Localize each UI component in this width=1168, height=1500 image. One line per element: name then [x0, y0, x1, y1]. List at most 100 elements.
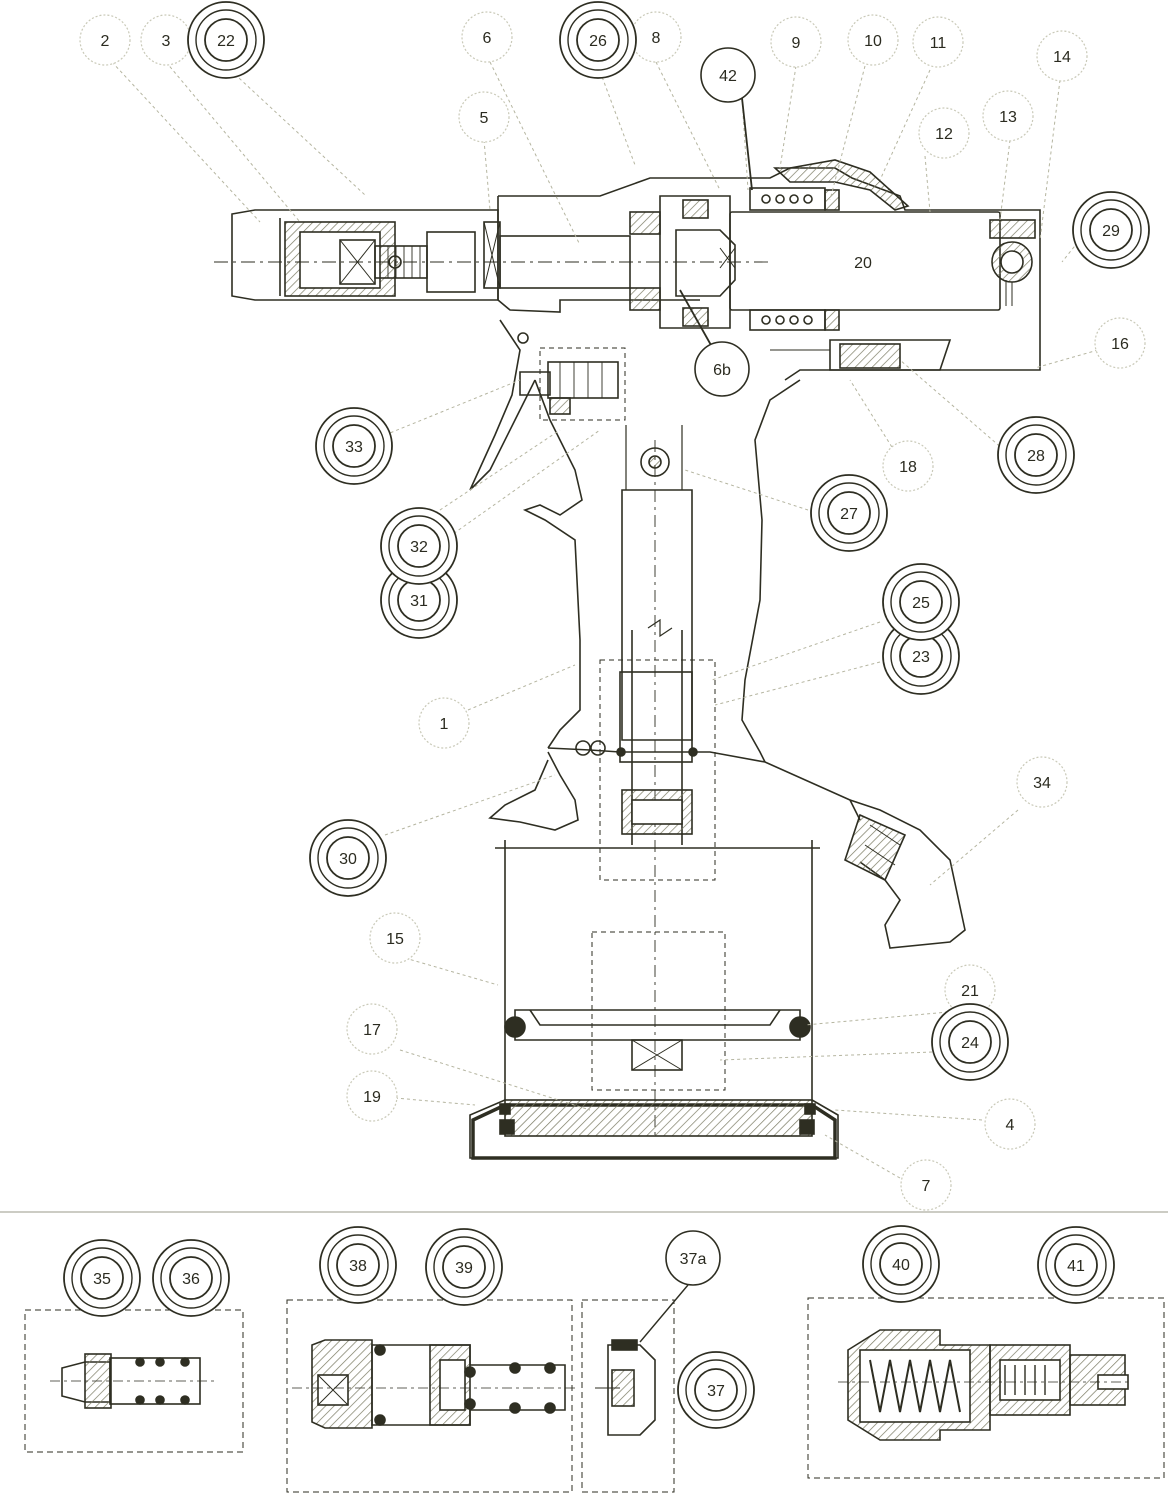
callout-2: 2	[79, 14, 131, 66]
callout-label: 19	[363, 1089, 381, 1106]
callout-middle-ring	[160, 1247, 222, 1309]
callout-inner-ring	[1089, 208, 1133, 252]
callout-ring	[918, 107, 970, 159]
callout-6b: 6b	[694, 341, 750, 397]
callout-outer-ring	[677, 1351, 755, 1429]
callout-42: 42	[700, 47, 756, 103]
callout-8: 8	[630, 11, 682, 63]
detail-40-41	[807, 1297, 1165, 1479]
callout-ring	[418, 697, 470, 749]
callout-39: 39	[425, 1228, 503, 1306]
callout-outer-ring	[152, 1239, 230, 1317]
callout-ring	[944, 964, 996, 1016]
callout-10: 10	[847, 14, 899, 66]
callout-36: 36	[152, 1239, 230, 1317]
callout-label: 20	[854, 255, 872, 272]
callout-5: 5	[458, 91, 510, 143]
callout-40: 40	[862, 1225, 940, 1303]
callout-31: 31	[380, 561, 458, 639]
callout-inner-ring	[948, 1020, 992, 1064]
callout-outer-ring	[1037, 1226, 1115, 1304]
callout-label: 2	[101, 33, 110, 50]
callout-inner-ring	[1014, 433, 1058, 477]
callout-inner-ring	[694, 1368, 738, 1412]
callout-27: 27	[810, 474, 888, 552]
callout-inner-ring	[169, 1256, 213, 1300]
callout-label: 12	[935, 126, 953, 143]
callout-inner-ring	[442, 1245, 486, 1289]
callout-label: 35	[93, 1271, 111, 1288]
callout-25: 25	[882, 563, 960, 641]
callout-34: 34	[1016, 756, 1068, 808]
callout-ring	[346, 1070, 398, 1122]
callout-inner-ring	[1054, 1243, 1098, 1287]
callout-9: 9	[770, 16, 822, 68]
callout-13: 13	[982, 90, 1034, 142]
callout-label: 24	[961, 1035, 979, 1052]
callout-ring	[982, 90, 1034, 142]
callout-label: 14	[1053, 49, 1071, 66]
callout-label: 7	[922, 1178, 931, 1195]
callout-middle-ring	[1005, 424, 1067, 486]
callout-label: 29	[1102, 223, 1120, 240]
callout-29: 29	[1072, 191, 1150, 269]
callout-label: 34	[1033, 775, 1051, 792]
detail-35-36	[24, 1309, 244, 1453]
callout-18: 18	[882, 440, 934, 492]
callout-label: 28	[1027, 448, 1045, 465]
callout-inner-ring	[879, 1242, 923, 1286]
callout-label: 17	[363, 1022, 381, 1039]
callout-ring	[665, 1230, 721, 1286]
callout-inner-ring	[827, 491, 871, 535]
callout-30: 30	[309, 819, 387, 897]
callout-middle-ring	[433, 1236, 495, 1298]
callout-label: 30	[339, 851, 357, 868]
callout-outer-ring	[187, 1, 265, 79]
callout-middle-ring	[1080, 199, 1142, 261]
callout-26: 26	[559, 1, 637, 79]
callout-ring	[770, 16, 822, 68]
callout-label: 6	[483, 30, 492, 47]
callout-label: 16	[1111, 336, 1129, 353]
callout-label: 26	[589, 33, 607, 50]
callout-outer-ring	[810, 474, 888, 552]
callout-outer-ring	[380, 507, 458, 585]
callout-ring	[79, 14, 131, 66]
nose-assembly	[214, 209, 770, 301]
callout-inner-ring	[204, 18, 248, 62]
callout-15: 15	[369, 912, 421, 964]
callout-outer-ring	[559, 1, 637, 79]
callout-middle-ring	[327, 1234, 389, 1296]
callout-12: 12	[918, 107, 970, 159]
callout-1: 1	[418, 697, 470, 749]
callout-outer-ring	[63, 1239, 141, 1317]
callout-label: 22	[217, 33, 235, 50]
callout-37a: 37a	[665, 1230, 721, 1286]
callout-21: 21	[944, 964, 996, 1016]
callout-41: 41	[1037, 1226, 1115, 1304]
callout-label: 36	[182, 1271, 200, 1288]
callout-label: 5	[480, 110, 489, 127]
callout-inner-ring	[80, 1256, 124, 1300]
callout-37: 37	[677, 1351, 755, 1429]
callout-ring	[346, 1003, 398, 1055]
callout-ring	[1094, 317, 1146, 369]
callout-inner-ring	[336, 1243, 380, 1287]
callout-38: 38	[319, 1226, 397, 1304]
callout-label: 15	[386, 931, 404, 948]
callout-outer-ring	[997, 416, 1075, 494]
callout-middle-ring	[388, 515, 450, 577]
callout-14: 14	[1036, 30, 1088, 82]
callout-middle-ring	[818, 482, 880, 544]
callout-ring	[882, 440, 934, 492]
callout-6: 6	[461, 11, 513, 63]
callout-ring	[1016, 756, 1068, 808]
leader-lines	[111, 61, 1099, 1343]
callout-outer-ring	[1072, 191, 1150, 269]
callout-label: 4	[1006, 1117, 1015, 1134]
callout-outer-ring	[309, 819, 387, 897]
callout-ring	[847, 14, 899, 66]
callout-outer-ring	[425, 1228, 503, 1306]
